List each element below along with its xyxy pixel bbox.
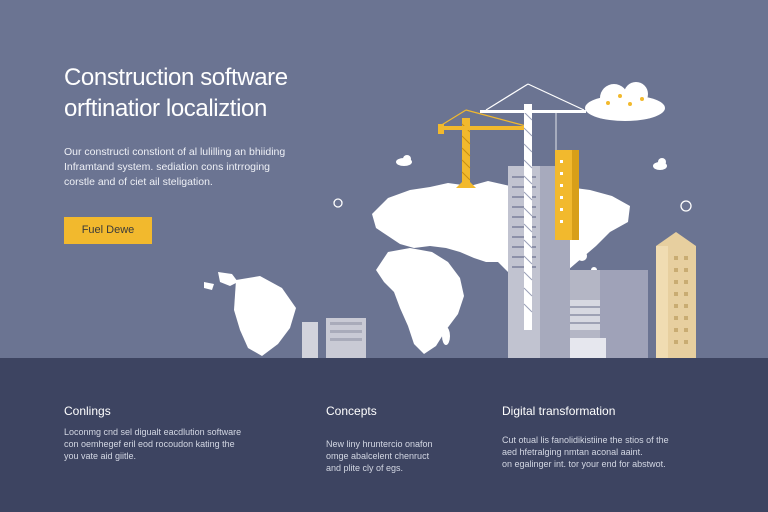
feature-title: Digital transformation: [502, 404, 616, 418]
hero-description-line: Our constructi constiont of al lulilling…: [64, 146, 286, 158]
feature-description-line: on egalinger int. tor your end for abstw…: [502, 459, 666, 469]
feature-description: Cut otual lis fanolidikistiine the stios…: [502, 434, 722, 470]
tall-building: [656, 232, 696, 358]
feature-description-line: Loconmg cnd sel digualt eacdlution softw…: [64, 427, 242, 437]
page-title-line: Construction software: [64, 64, 288, 91]
hero-section: Construction software orftinatior locali…: [64, 62, 696, 358]
construction-world-illustration: [204, 82, 696, 358]
feature-description-line: you vate aid giitle.: [64, 451, 137, 461]
features-section: Conlings Loconmg cnd sel digualt eacdlut…: [0, 358, 768, 512]
location-pin-icon: [333, 198, 343, 208]
feature-title: Concepts: [326, 404, 377, 418]
feature-description-line: and plite cly of egs.: [326, 463, 404, 473]
feature-description: New liny hruntercio onafon omge abalcele…: [326, 438, 476, 474]
feature-column-concepts: Concepts New liny hruntercio onafon omge…: [326, 404, 476, 474]
crane-icon: [438, 83, 586, 330]
cloud-icon: [585, 82, 665, 121]
feature-column-conlings: Conlings Loconmg cnd sel digualt eacdlut…: [64, 404, 294, 462]
feature-title: Conlings: [64, 404, 111, 418]
feature-description-line: aed hfetralging nmtan aconal aaint.: [502, 447, 643, 457]
cta-button[interactable]: Fuel Dewe: [64, 217, 152, 244]
feature-description-line: Cut otual lis fanolidikistiine the stios…: [502, 435, 669, 445]
location-pin-icon: [680, 200, 692, 212]
feature-description-line: omge abalcelent chenruct: [326, 451, 430, 461]
hero-description-line: Inframtand system. sediation cons intrro…: [64, 161, 271, 173]
skyline: [302, 270, 648, 358]
feature-column-digital-transformation: Digital transformation Cut otual lis fan…: [502, 404, 722, 470]
feature-description-line: New liny hruntercio onafon: [326, 439, 433, 449]
page-title: Construction software orftinatior locali…: [64, 62, 364, 124]
feature-description-line: con oemhegef eril eod rocoudon kating th…: [64, 439, 235, 449]
feature-description: Loconmg cnd sel digualt eacdlution softw…: [64, 426, 294, 462]
hero-description-line: corstle and of ciet ail steligation.: [64, 176, 213, 188]
small-cloud-icon: [653, 158, 667, 170]
hero-description: Our constructi constiont of al lulilling…: [64, 145, 314, 190]
page-title-line: orftinatior localiztion: [64, 95, 267, 122]
skyscraper-icon: [508, 150, 579, 358]
small-cloud-icon: [396, 155, 412, 166]
